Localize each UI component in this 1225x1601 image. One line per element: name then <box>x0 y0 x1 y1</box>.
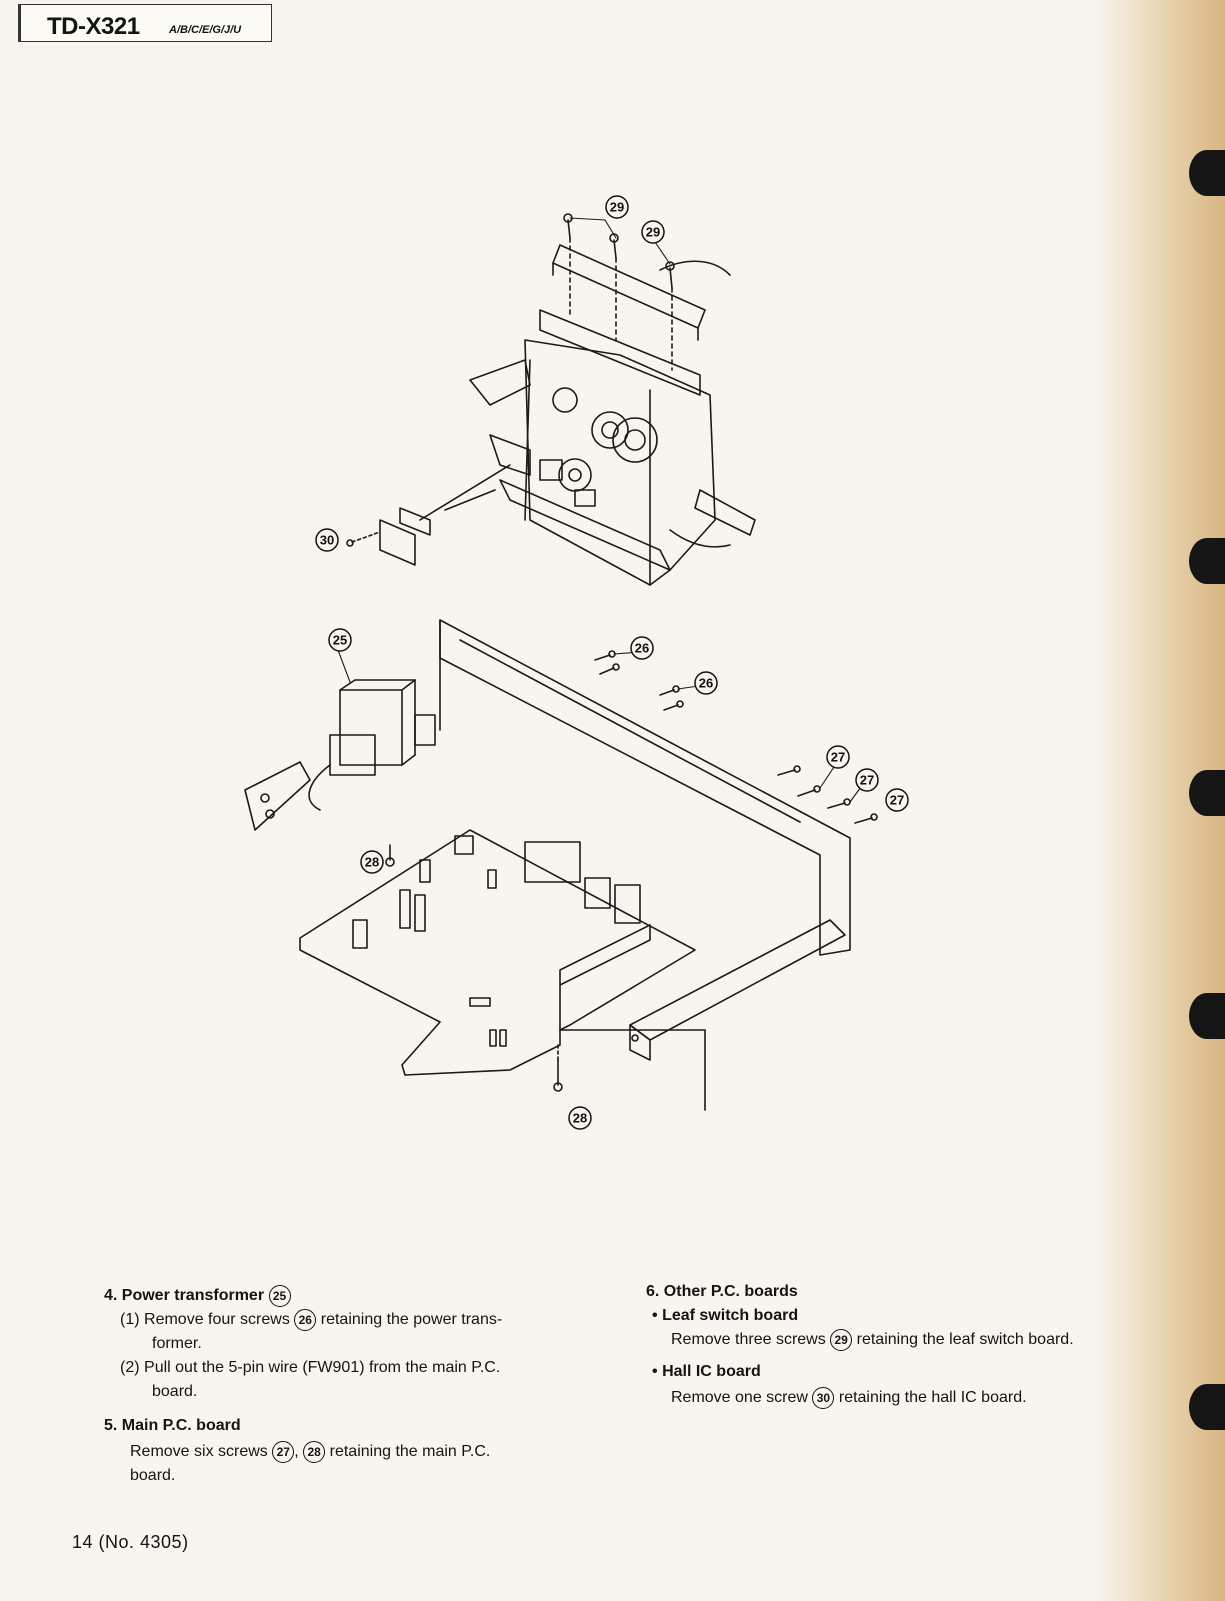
callout-label: 28 <box>365 855 379 870</box>
mechanism-base-plate <box>499 479 671 571</box>
model-number: TD-X321 <box>47 13 140 40</box>
ref-badge: 28 <box>303 1440 326 1463</box>
callout-label: 29 <box>646 225 660 240</box>
section-4-step-2: (2) Pull out the 5-pin wire (FW901) from… <box>120 1359 501 1376</box>
callout-27: 27 <box>826 745 850 769</box>
leaf-switch-board <box>552 244 706 329</box>
rear-panel <box>439 619 851 956</box>
hall-ic-board-text: Remove one screw 30 retaining the hall I… <box>671 1386 1027 1410</box>
section-4-heading: 4. Power transformer 25 <box>104 1284 291 1308</box>
callout-label: 27 <box>860 773 874 788</box>
front-panel-frame <box>559 919 846 1111</box>
section-6-heading: 6. Other P.C. boards <box>646 1283 798 1300</box>
ref-badge: 26 <box>294 1308 317 1331</box>
callout-label: 29 <box>610 200 624 215</box>
model-variants: A/B/C/E/G/J/U <box>169 24 242 36</box>
binder-hole <box>1189 150 1225 196</box>
callout-27: 27 <box>855 768 879 792</box>
ref-badge: 27 <box>272 1440 295 1463</box>
callout-30: 30 <box>315 528 339 552</box>
hall-ic-board-title: • Hall IC board <box>652 1363 761 1380</box>
section-4-step-1: (1) Remove four screws 26 retaining the … <box>120 1308 590 1332</box>
cassette-mechanism <box>419 244 756 586</box>
hall-ic-board <box>346 507 431 566</box>
mechanism-chassis <box>524 339 716 586</box>
ref-badge: 30 <box>812 1386 835 1409</box>
power-transformer <box>308 679 436 811</box>
callout-25: 25 <box>328 628 352 652</box>
callout-label: 28 <box>573 1111 587 1126</box>
binder-hole <box>1189 993 1225 1039</box>
callout-label: 26 <box>635 641 649 656</box>
callout-26: 26 <box>630 636 654 660</box>
binder-hole <box>1189 770 1225 816</box>
callout-29: 29 <box>641 220 665 244</box>
callout-27: 27 <box>885 788 909 812</box>
main-pcb <box>299 829 696 1076</box>
binder-hole <box>1189 538 1225 584</box>
mechanism-top-plate <box>539 309 701 396</box>
section-4-step-2-cont: board. <box>152 1383 198 1400</box>
bullet: • <box>652 1307 658 1324</box>
callout-label: 25 <box>333 633 347 648</box>
model-header: TD-X321 A/B/C/E/G/J/U <box>18 4 272 42</box>
callout-label: 27 <box>831 750 845 765</box>
callout-label: 27 <box>890 793 904 808</box>
callout-label: 26 <box>699 676 713 691</box>
bullet: • <box>652 1363 658 1380</box>
leaf-switch-screws <box>563 213 675 371</box>
callout-28: 28 <box>568 1106 592 1130</box>
section-5-body-cont: board. <box>130 1467 176 1484</box>
callout-29: 29 <box>605 195 629 219</box>
section-4-title: 4. Power transformer <box>104 1287 265 1304</box>
callout-layer: 29 29 30 25 26 26 27 27 27 28 28 <box>315 195 909 1130</box>
exploded-view-diagram: 29 29 30 25 26 26 27 27 27 28 28 <box>244 195 909 1130</box>
leaf-switch-board-title: • Leaf switch board <box>652 1307 799 1324</box>
section-5-body: Remove six screws 27, 28 retaining the m… <box>130 1440 490 1464</box>
leaf-switch-board-text: Remove three screws 29 retaining the lea… <box>671 1328 1074 1352</box>
callout-28: 28 <box>360 850 384 874</box>
ref-badge: 29 <box>830 1328 853 1351</box>
callout-label: 30 <box>320 533 334 548</box>
binder-hole <box>1189 1384 1225 1430</box>
callout-26: 26 <box>694 671 718 695</box>
mounting-bracket <box>244 761 311 831</box>
section-4-step-1-cont: former. <box>152 1335 202 1352</box>
ref-badge: 25 <box>268 1284 291 1307</box>
page-number: 14 (No. 4305) <box>72 1532 189 1552</box>
section-5-heading: 5. Main P.C. board <box>104 1417 241 1434</box>
